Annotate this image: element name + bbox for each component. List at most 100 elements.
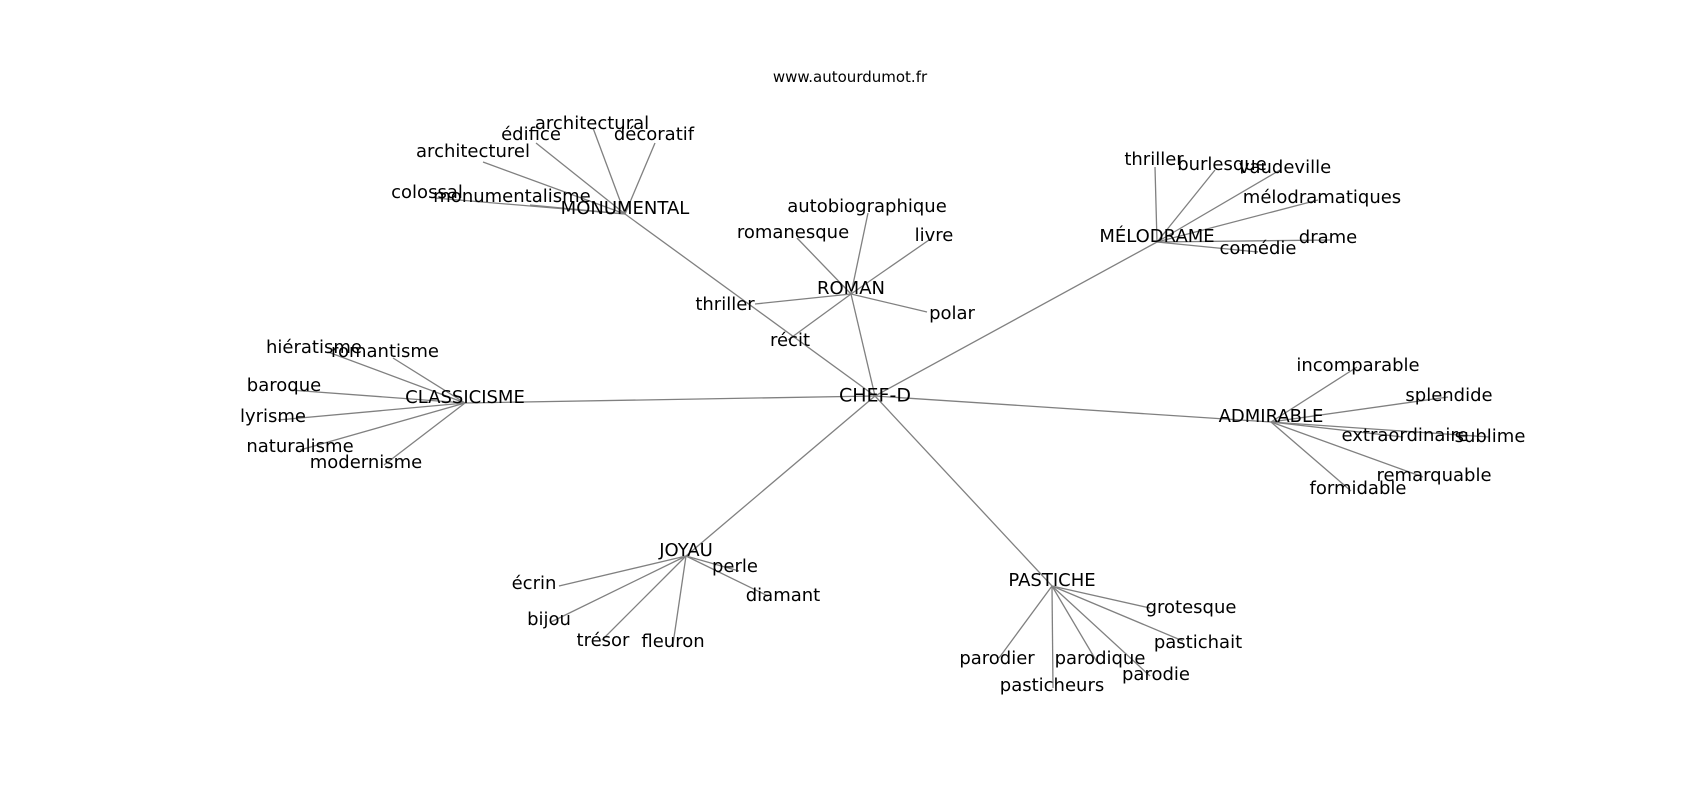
site-watermark: www.autourdumot.fr: [773, 68, 928, 86]
word-node: burlesque: [1177, 154, 1267, 175]
hub-node-classicisme: CLASSICISME: [405, 387, 525, 408]
word-node: formidable: [1310, 478, 1407, 499]
edge-center-admirable: [874, 395, 1272, 423]
word-node: lyrisme: [240, 406, 306, 427]
word-node: pasticheurs: [1000, 675, 1104, 696]
edge-admirable-word: [1270, 421, 1424, 478]
edge-roman-word: [850, 293, 928, 313]
graph-edges: [277, 127, 1490, 689]
hub-node-melodrame: MÉLODRAME: [1099, 225, 1214, 247]
edge-roman-word: [796, 237, 852, 295]
word-node: sublime: [1455, 426, 1526, 447]
edge-monumental-word: [482, 161, 626, 215]
word-node: décoratif: [614, 124, 695, 145]
edge-admirable-word: [1270, 421, 1352, 492]
edge-roman-word: [850, 212, 869, 295]
word-node: perle: [712, 556, 758, 577]
edge-monumental-word: [529, 204, 626, 215]
edge-pastiche-word: [998, 585, 1053, 659]
edge-classicisme-word: [392, 357, 466, 404]
edge-center-roman: [850, 293, 876, 397]
word-node: parodique: [1055, 648, 1146, 669]
word-node: diamant: [746, 585, 821, 606]
word-node: architectural: [535, 113, 649, 134]
edge-melodrame-word: [1156, 239, 1331, 243]
edge-joyau-word: [601, 555, 687, 641]
word-node: grotesque: [1146, 597, 1237, 618]
hub-node-roman: ROMAN: [817, 278, 885, 299]
word-node: édifice: [501, 124, 561, 145]
word-node: naturalisme: [246, 436, 353, 457]
edge-joyau-word: [550, 555, 687, 623]
edge-pastiche-word: [1051, 585, 1098, 663]
edge-admirable-word: [1270, 366, 1358, 423]
word-node: récit: [770, 330, 810, 351]
word-node: polar: [929, 303, 975, 324]
word-node: autobiographique: [787, 196, 947, 217]
word-node: hiératisme: [266, 337, 362, 358]
word-node: pastichait: [1154, 632, 1242, 653]
word-node: trésor: [577, 630, 631, 651]
edge-joyau-word: [685, 555, 740, 572]
edge-joyau-word: [685, 555, 769, 597]
edge-melodrame-word: [1156, 199, 1319, 243]
word-node: romantisme: [331, 341, 439, 362]
edge-roman-word: [754, 293, 852, 305]
edge-melodrame-word: [1156, 169, 1216, 243]
word-node: drame: [1299, 227, 1357, 248]
edge-admirable-word: [1270, 421, 1490, 438]
edge-classicisme-word: [327, 351, 466, 404]
edge-classicisme-word: [383, 402, 466, 466]
word-node: bijou: [527, 609, 571, 630]
edge-admirable-word: [1270, 396, 1449, 423]
edge-monumental-word: [624, 142, 656, 215]
word-node: vaudeville: [1239, 157, 1331, 178]
edge-melodrame-word: [1156, 241, 1259, 253]
word-node: baroque: [247, 375, 321, 396]
word-node: romanesque: [737, 222, 849, 243]
edge-pastiche-word: [1051, 585, 1054, 689]
edge-center-joyau: [685, 395, 876, 557]
word-node: architecturel: [416, 141, 530, 162]
edge-monumental-word: [535, 142, 626, 215]
edge-center-monumental: [624, 213, 876, 397]
word-node: splendide: [1405, 385, 1492, 406]
edge-joyau-word: [558, 555, 687, 587]
edge-classicisme-word: [299, 402, 466, 451]
edge-pastiche-word: [1051, 585, 1151, 677]
edge-monumental-word: [592, 127, 626, 215]
word-node: colossal: [391, 182, 463, 203]
edge-roman-word: [787, 293, 852, 341]
edge-melodrame-word: [1156, 169, 1281, 243]
edge-center-classicisme: [464, 395, 876, 404]
word-node: modernisme: [310, 452, 423, 473]
word-node: comédie: [1219, 238, 1296, 259]
word-node: écrin: [512, 573, 557, 594]
hub-node-admirable: ADMIRABLE: [1219, 406, 1324, 427]
word-node: extraordinaire: [1342, 425, 1469, 446]
word-node: livre: [915, 225, 954, 246]
edge-center-pastiche: [874, 395, 1053, 587]
edge-classicisme-word: [277, 402, 466, 421]
edge-melodrame-word: [1154, 166, 1158, 243]
word-node: thriller: [1124, 149, 1184, 170]
word-node: remarquable: [1376, 465, 1491, 486]
edge-pastiche-word: [1051, 585, 1151, 609]
word-node: incomparable: [1296, 355, 1419, 376]
edge-center-melodrame: [874, 241, 1158, 397]
hub-node-monumental: MONUMENTAL: [561, 198, 690, 219]
word-node: parodie: [1122, 664, 1190, 685]
edge-joyau-word: [672, 555, 687, 645]
word-node: monumentalisme: [433, 186, 590, 207]
edge-admirable-word: [1270, 421, 1404, 438]
edge-pastiche-word: [1051, 585, 1184, 642]
hub-node-pastiche: PASTICHE: [1008, 570, 1095, 591]
word-node: fleuron: [641, 631, 704, 652]
edge-classicisme-word: [289, 389, 466, 404]
center-node-label: CHEF-D: [839, 385, 911, 407]
hub-node-joyau: JOYAU: [658, 540, 713, 561]
word-node: thriller: [695, 294, 755, 315]
word-node: mélodramatiques: [1243, 187, 1401, 208]
